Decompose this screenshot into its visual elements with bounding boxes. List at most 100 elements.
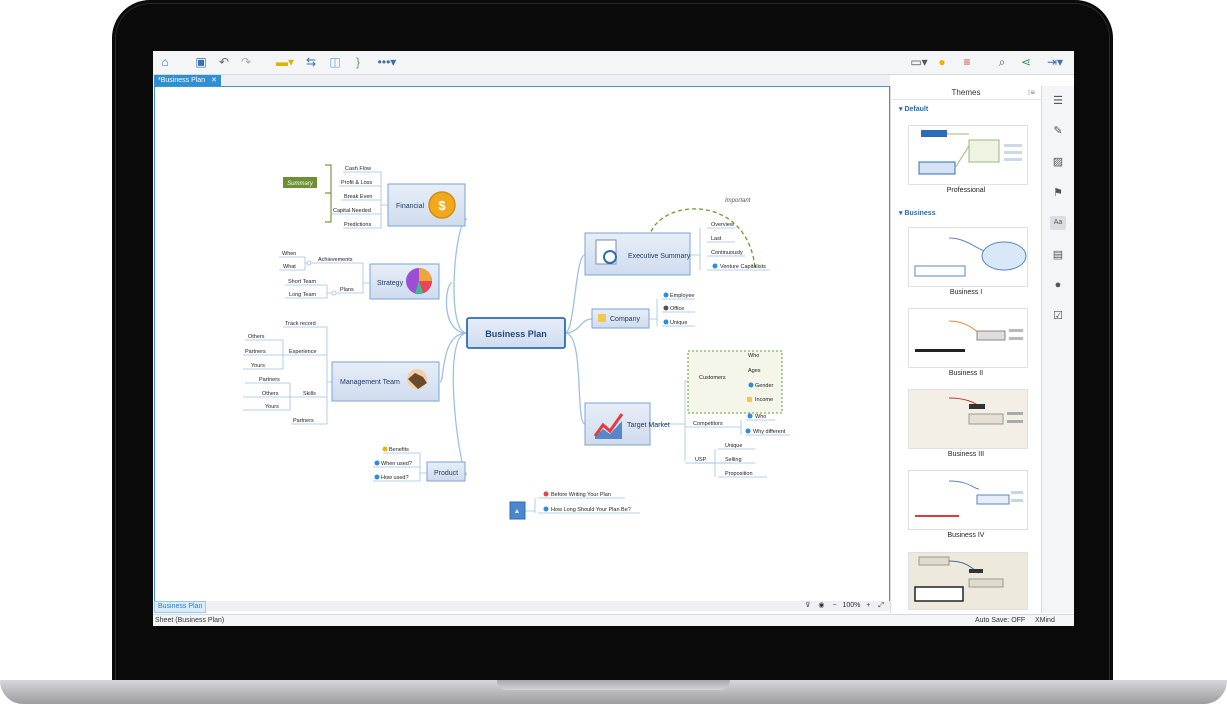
layout-icon[interactable]: ≡ [963,55,971,69]
tab-business-plan[interactable]: *Business Plan✕ [154,75,221,87]
summary-label[interactable]: Summary [287,181,314,187]
relationship-label[interactable]: Important [725,198,751,204]
subtopic-capital-needed[interactable]: Capital Needed [333,208,371,214]
subtopic-gender[interactable]: Gender [755,383,774,389]
subtopic-ages[interactable]: Ages [748,368,761,374]
format-icon[interactable]: ✎ [1053,125,1063,137]
notes-icon[interactable]: ▤ [1052,249,1064,261]
subtopic-partners[interactable]: Partners [293,418,314,424]
subtopic-unique[interactable]: Unique [670,320,687,326]
subtopic-overview[interactable]: Overview [711,222,734,228]
subtopic-continuously[interactable]: Continuously [711,250,743,256]
save-icon[interactable]: ▣ [195,55,207,69]
theme-icon[interactable]: Aa [1050,216,1066,230]
subtopic-customers[interactable]: Customers [699,375,726,381]
subtopic-skill-others[interactable]: Others [262,391,279,397]
subtopic-when[interactable]: When [282,251,296,257]
subtopic-profit-loss[interactable]: Profit & Loss [341,180,372,186]
close-icon[interactable]: ✕ [211,77,217,84]
boundary-icon[interactable]: ◫ [329,55,341,69]
subtopic-break-even[interactable]: Break Even [344,194,372,200]
home-icon[interactable]: ⌂ [161,55,169,69]
subtopic-last[interactable]: Last [711,236,722,242]
mind-map-canvas[interactable]: Summary Important Business Plan Financia… [154,86,890,602]
central-topic[interactable]: Business Plan [466,317,566,349]
subtopic-competitors[interactable]: Competitors [693,421,723,427]
theme-business-2[interactable] [908,308,1028,368]
subtopic-what[interactable]: What [283,264,296,270]
zoom-in-icon[interactable]: + [866,602,871,609]
fit-icon[interactable]: ⤢ [878,602,884,609]
subtopic-venture-capitalists[interactable]: Venture Capitalists [720,264,766,270]
comments-icon[interactable]: ● [1054,279,1062,291]
subtopic-achievements[interactable]: Achievements [318,257,353,263]
subtopic-exp-partners[interactable]: Partners [245,349,266,355]
theme-business-4[interactable] [908,470,1028,530]
subtopic-income[interactable]: Income [755,397,773,403]
section-business[interactable]: ▾ Business [899,210,936,217]
subtopic-usp-unique[interactable]: Unique [725,443,742,449]
theme-business-3[interactable] [908,389,1028,449]
more-icon[interactable]: •••▾ [377,55,397,69]
subtopic-benefits[interactable]: Benefits [389,447,409,453]
subtopic-when-used[interactable]: When used? [381,461,412,467]
theme-professional[interactable] [908,125,1028,185]
executive-summary-topic[interactable]: Executive Summary [584,232,691,276]
topic-icon[interactable]: ▬▾ [275,55,295,69]
subtopic-comp-who[interactable]: Who [755,414,766,420]
subtopic-long-team[interactable]: Long Team [289,292,317,298]
panel-menu-icon[interactable]: ⁝≡ [1027,88,1035,97]
marker-icon[interactable]: ⚑ [1053,187,1063,199]
subtopic-who[interactable]: Who [748,353,759,359]
outline-icon[interactable]: ☰ [1053,95,1063,107]
financial-topic[interactable]: Financial $ [387,183,466,227]
zoom-out-icon[interactable]: − [832,602,837,609]
subtopic-plans[interactable]: Plans [340,287,354,293]
company-label: Company [610,316,640,323]
search-icon[interactable]: ⌕ [998,55,1006,69]
autosave-status[interactable]: Auto Save: OFF [975,617,1026,624]
target-market-topic[interactable]: Target Market [584,402,670,446]
management-topic[interactable]: Management Team [331,361,440,402]
subtopic-why-different[interactable]: Why different [753,429,786,435]
filter-icon[interactable]: ⊽ [805,602,811,609]
presentation-icon[interactable]: ▭▾ [910,55,928,69]
subtopic-track-record[interactable]: Track record [285,321,316,327]
subtopic-skill-yours[interactable]: Yours [265,404,279,410]
strategy-topic[interactable]: Strategy [369,263,440,300]
idea-icon[interactable]: ● [938,55,946,69]
image-icon[interactable]: ▨ [1052,156,1064,168]
share-icon[interactable]: ⋖ [1020,55,1032,69]
subtopic-employee[interactable]: Employee [670,293,694,299]
section-default[interactable]: ▾ Default [899,106,929,113]
undo-icon[interactable]: ↶ [218,55,230,69]
summary-icon[interactable]: } [355,55,360,69]
subtopic-short-team[interactable]: Short Team [288,279,316,285]
product-topic[interactable]: Product [426,461,466,482]
subtopic-skill-partners[interactable]: Partners [259,377,280,383]
floating-topic[interactable]: ▲ [509,501,526,520]
relationship-icon[interactable]: ⇆ [305,55,317,69]
task-icon[interactable]: ☑ [1053,310,1063,322]
subtopic-how-used[interactable]: How used? [381,475,409,481]
theme-business-1[interactable] [908,227,1028,287]
subtopic-experience[interactable]: Experience [289,349,317,355]
subtopic-usp[interactable]: USP [695,457,707,463]
subtopic-selling[interactable]: Selling [725,457,742,463]
subtopic-proposition[interactable]: Proposition [725,471,753,477]
sheet-tab-business-plan[interactable]: Business Plan [154,601,207,613]
redo-icon[interactable]: ↷ [240,55,252,69]
subtopic-exp-yours[interactable]: Yours [251,363,265,369]
theme-business-5[interactable] [908,552,1028,610]
subtopic-how-long[interactable]: How Long Should Your Plan Be? [551,507,631,513]
subtopic-before-writing[interactable]: Before Writing Your Plan [551,492,611,498]
subtopic-skills[interactable]: Skills [303,391,316,397]
subtopic-predictions[interactable]: Predictions [344,222,371,228]
subtopic-office[interactable]: Office [670,306,684,312]
company-topic[interactable]: Company [591,308,650,329]
subtopic-cash-flow[interactable]: Cash Flow [345,166,371,172]
customers-boundary[interactable] [687,350,783,414]
eye-icon[interactable]: ◉ [818,602,825,609]
export-icon[interactable]: ⇥▾ [1046,55,1064,69]
subtopic-exp-others[interactable]: Others [248,334,265,340]
